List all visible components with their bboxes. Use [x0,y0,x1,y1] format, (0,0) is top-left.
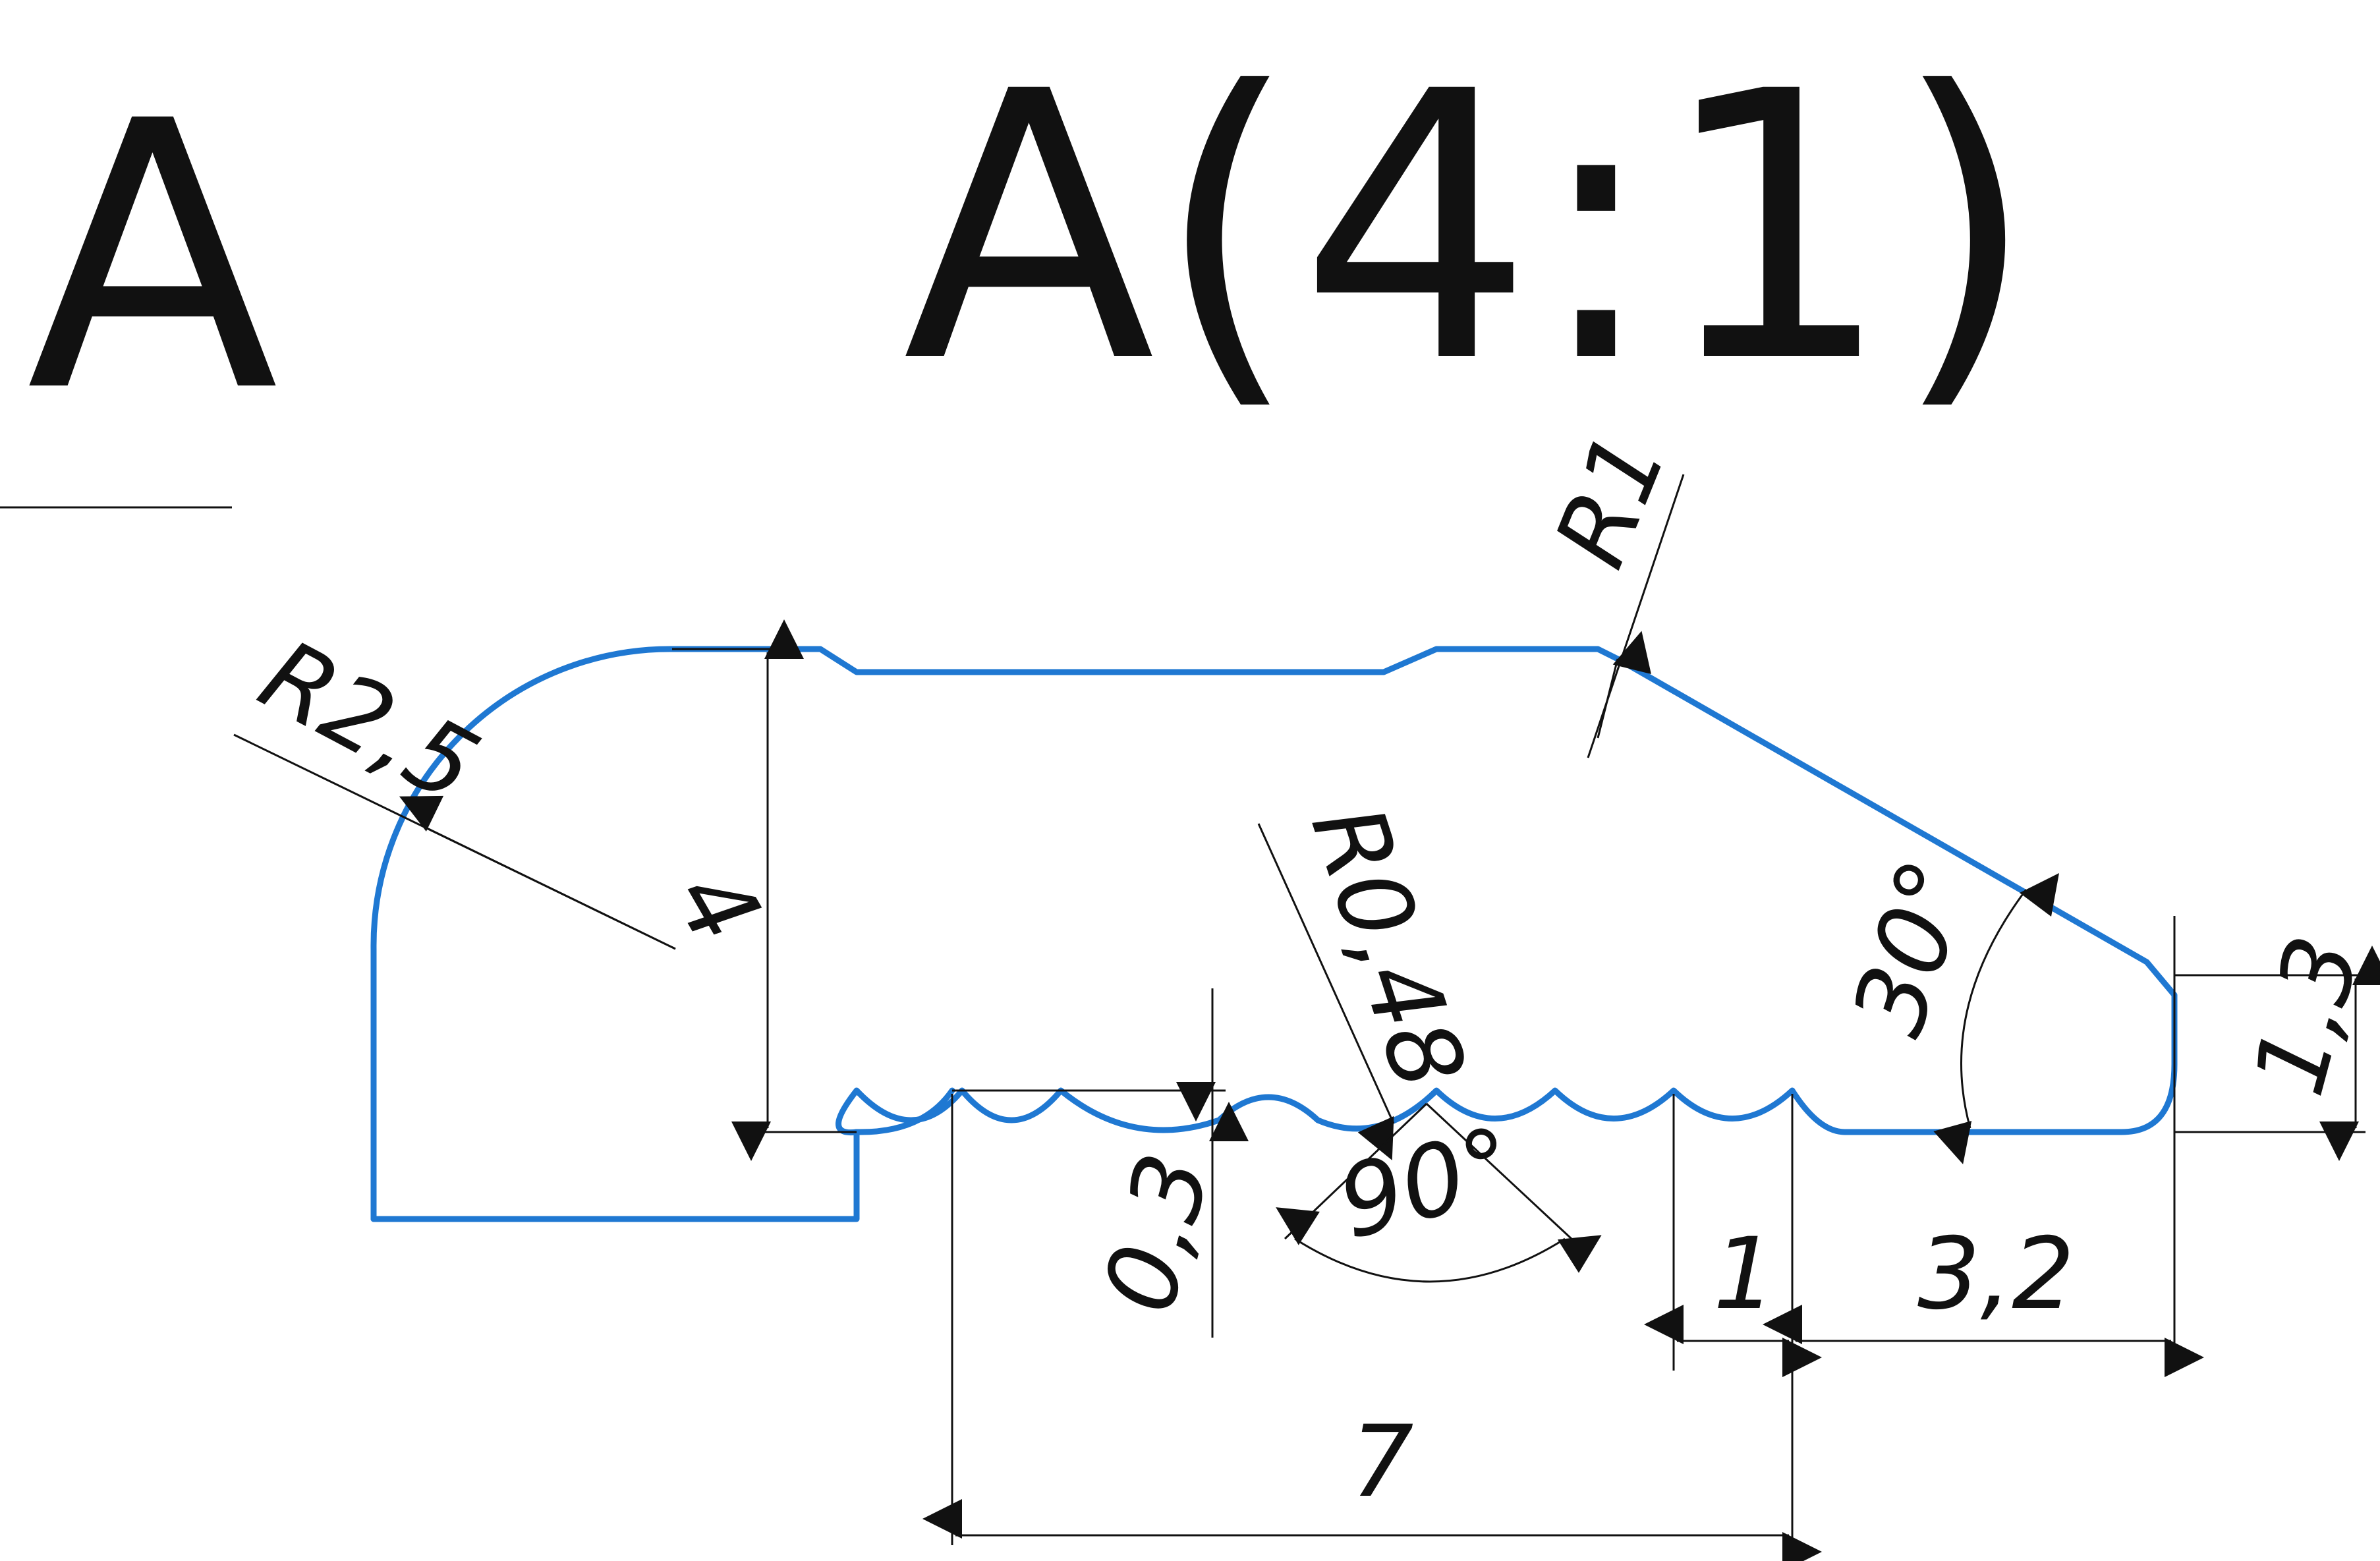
leader-r25-arrow [399,795,676,950]
dim-span-label: 7 [1351,1405,1413,1519]
view-label: A [26,43,280,473]
leader-r1-arrow [1597,631,1651,739]
part-profile-bottom-left [853,1087,955,1135]
detail-label: A(4:1) [903,14,2037,443]
part-profile [370,646,2178,1222]
dim-chamfer-label: 30° [1831,846,1995,1048]
dim-chamfer-arc [1933,872,2059,1164]
dim-right-flat-label: 3,2 [1917,1217,2075,1332]
dim-pitch-label: 1 [1713,1217,1776,1332]
part-profile-groove-start [370,1129,860,1222]
dim-right-height-label: 1,3 [2232,925,2380,1106]
dim-depth-label: 0,3 [1082,1143,1233,1324]
dim-r048-label: R0,48 [1289,792,1487,1102]
dim-r25-label: R2,5 [242,618,496,826]
dim-height-label: 4 [652,851,782,963]
dim-groove-angle-arc [1276,1207,1602,1283]
leader-r048 [1257,823,1395,1160]
